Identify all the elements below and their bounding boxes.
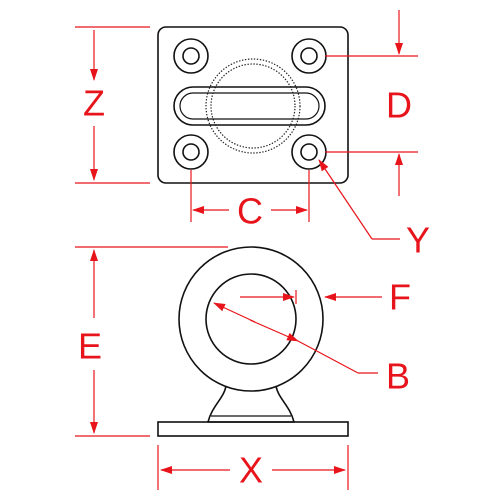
front-view: E F B X bbox=[75, 246, 411, 491]
dimension-f: F bbox=[240, 277, 411, 318]
label-f: F bbox=[389, 277, 411, 318]
label-b: B bbox=[386, 356, 410, 397]
label-e: E bbox=[78, 326, 102, 367]
label-c: C bbox=[237, 191, 263, 232]
eye-ring-inner bbox=[205, 273, 297, 365]
dimension-z: Z bbox=[75, 26, 150, 184]
base-plate-outline bbox=[157, 26, 349, 184]
dimension-d: D bbox=[325, 10, 418, 196]
dimension-x: X bbox=[157, 445, 349, 491]
swivel-ring bbox=[205, 58, 301, 154]
swivel-ring-inner bbox=[210, 63, 296, 149]
dimension-c: C bbox=[190, 170, 310, 232]
dimension-e: E bbox=[75, 246, 228, 437]
mounting-hole-top-right bbox=[291, 38, 327, 74]
label-x: X bbox=[239, 450, 263, 491]
label-y: Y bbox=[406, 220, 430, 261]
eye-ring-outer bbox=[178, 246, 324, 392]
mounting-hole-bottom-left bbox=[173, 134, 209, 170]
center-slot-inner bbox=[179, 92, 320, 120]
label-z: Z bbox=[83, 83, 105, 124]
base-plate-side bbox=[157, 421, 349, 437]
top-view: Z D C Y bbox=[75, 10, 430, 261]
dimension-b: B bbox=[213, 302, 410, 397]
dimension-y: Y bbox=[318, 159, 430, 261]
mounting-hole-top-left bbox=[173, 38, 209, 74]
center-slot-outer bbox=[173, 86, 326, 126]
label-d: D bbox=[386, 85, 412, 126]
